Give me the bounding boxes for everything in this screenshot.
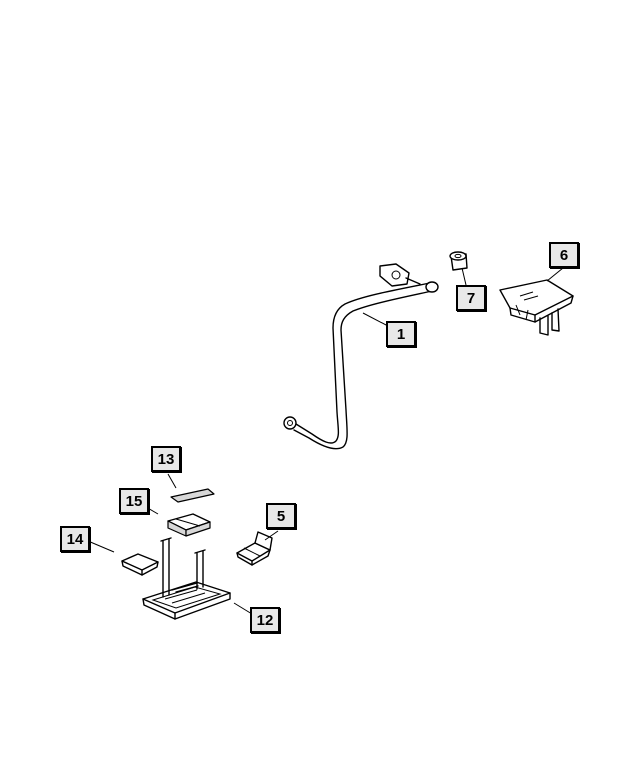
callout-12[interactable]: 12 xyxy=(250,607,280,633)
callout-5[interactable]: 5 xyxy=(266,503,296,529)
leader-lines xyxy=(87,267,564,615)
part-15-pad xyxy=(167,513,211,537)
callout-14[interactable]: 14 xyxy=(60,526,90,552)
part-1-battery-cable xyxy=(283,263,439,450)
part-7-grommet xyxy=(449,251,468,271)
part-6-cover xyxy=(499,279,574,336)
callout-15[interactable]: 15 xyxy=(119,488,149,514)
callout-13[interactable]: 13 xyxy=(151,446,181,472)
callout-1[interactable]: 1 xyxy=(386,321,416,347)
part-13-strip xyxy=(170,488,215,503)
callout-6[interactable]: 6 xyxy=(549,242,579,268)
part-12-battery-tray xyxy=(142,537,231,620)
part-5-bracket xyxy=(236,531,273,566)
part-14-plate xyxy=(121,553,159,576)
callout-7[interactable]: 7 xyxy=(456,285,486,311)
